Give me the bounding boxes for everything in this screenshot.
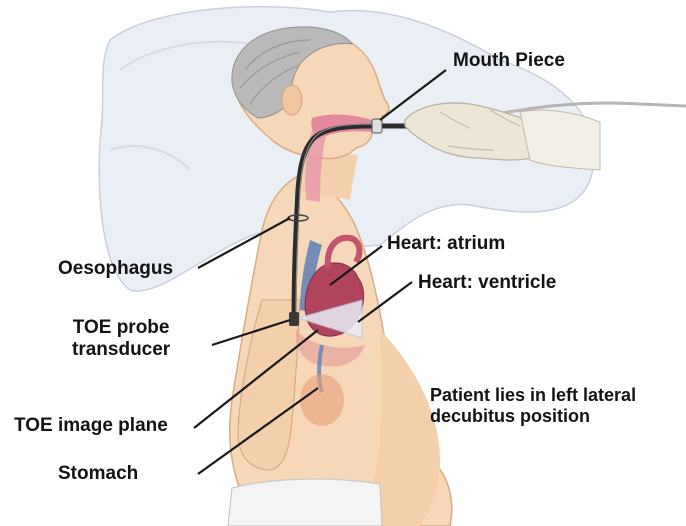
label-stomach: Stomach (58, 463, 138, 485)
label-probe-line1: TOE probe (72, 317, 170, 339)
label-patient-line2: decubitus position (430, 406, 636, 427)
label-probe-line2: transducer (72, 339, 170, 361)
leader-stomach (198, 388, 318, 474)
label-patient-position: Patient lies in left lateral decubitus p… (430, 385, 636, 426)
label-heart-ventricle: Heart: ventricle (418, 272, 556, 294)
leader-heart-ventricle (358, 282, 412, 322)
label-mouth-piece: Mouth Piece (453, 50, 565, 72)
leader-probe-transducer (212, 320, 290, 345)
label-oesophagus: Oesophagus (58, 258, 173, 280)
label-toe-probe-transducer: TOE probe transducer (72, 317, 170, 361)
leader-mouth-piece (380, 70, 446, 120)
leader-heart-atrium (330, 246, 382, 285)
label-toe-image-plane: TOE image plane (14, 415, 168, 437)
label-heart-atrium: Heart: atrium (387, 233, 505, 255)
leader-oesophagus (198, 218, 290, 268)
label-patient-line1: Patient lies in left lateral (430, 385, 636, 406)
